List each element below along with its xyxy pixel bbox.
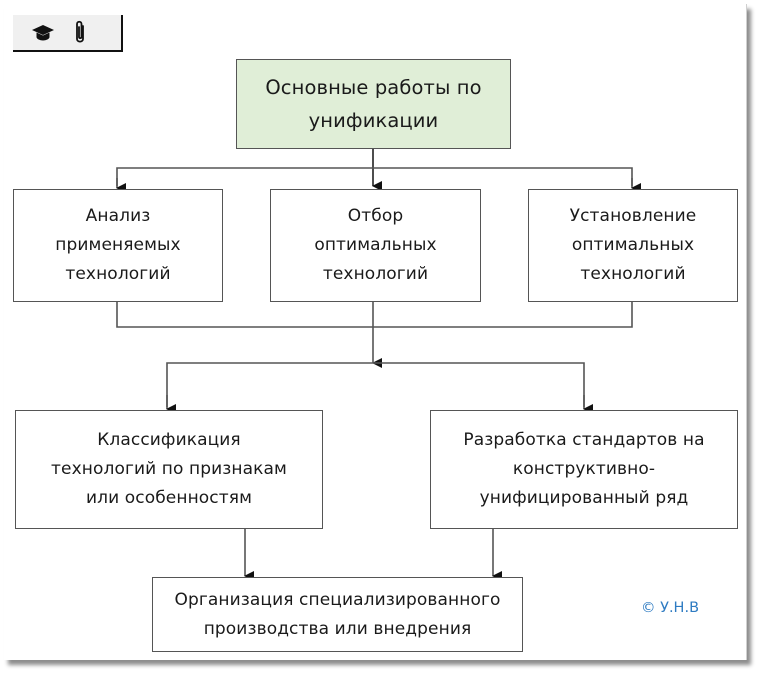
level2-branch-line (116, 167, 633, 186)
node-line: оптимальных (571, 235, 695, 255)
level2-merge-line (116, 301, 633, 328)
node-line: технологий (322, 264, 429, 284)
node-line: производства или внедрения (203, 618, 472, 639)
toolbar (13, 15, 123, 52)
node-line: Анализ (85, 206, 151, 226)
node-line: технологий (65, 264, 171, 284)
root-node-line: Основные работы по (265, 76, 482, 99)
root-node: Основные работы по унификации (236, 59, 511, 149)
level3-branch-line (166, 362, 585, 407)
node-line: Установление (569, 206, 697, 226)
graduation-cap-icon[interactable] (31, 21, 55, 45)
node-razrabotka: Разработка стандартов на конструктивно- … (430, 410, 738, 529)
node-line: унифицированный ряд (479, 488, 689, 508)
node-line: применяемых (55, 235, 181, 255)
paperclip-icon[interactable] (69, 19, 91, 47)
node-line: технологий по признакам (51, 459, 287, 479)
node-line: Организация специализированного (174, 589, 501, 610)
node-ustanovlenie: Установление оптимальных технологий (528, 189, 738, 302)
node-otbor: Отбор оптимальных технологий (270, 189, 481, 302)
node-line: Разработка стандартов на (463, 430, 705, 450)
root-node-line: унификации (308, 109, 439, 132)
copyright-label: © У.Н.В (641, 600, 700, 616)
node-klassifikacia: Классификация технологий по признакам ил… (15, 410, 323, 529)
node-organizacia: Организация специализированного производ… (152, 577, 523, 652)
node-line: или особенностям (86, 488, 252, 508)
node-line: Классификация (97, 430, 241, 450)
node-analiz: Анализ применяемых технологий (13, 189, 223, 302)
node-line: оптимальных (314, 235, 437, 255)
node-line: конструктивно- (512, 459, 656, 479)
node-line: технологий (580, 264, 686, 284)
node-line: Отбор (347, 206, 404, 226)
